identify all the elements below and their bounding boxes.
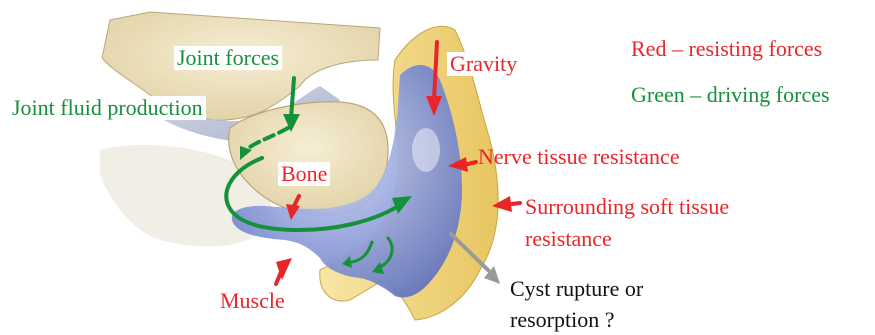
legend-driving: Green – driving forces [631, 84, 830, 106]
soft-tissue-arrow [512, 203, 520, 204]
label-joint-forces: Joint forces [174, 46, 282, 70]
label-muscle: Muscle [220, 290, 285, 312]
muscle-arrow [276, 272, 281, 284]
nerve-arrow [468, 162, 476, 164]
label-soft-tissue-line2: resistance [525, 228, 612, 250]
label-cyst-line2: resorption ? [510, 309, 614, 331]
legend-resisting: Red – resisting forces [631, 38, 822, 60]
label-nerve: Nerve tissue resistance [478, 146, 680, 168]
label-soft-tissue-line1: Surrounding soft tissue [525, 196, 729, 218]
label-joint-fluid: Joint fluid production [9, 96, 206, 120]
label-cyst-line1: Cyst rupture or [510, 278, 643, 300]
cyst-highlight [412, 128, 440, 172]
label-bone: Bone [278, 162, 330, 186]
label-gravity: Gravity [447, 52, 520, 76]
